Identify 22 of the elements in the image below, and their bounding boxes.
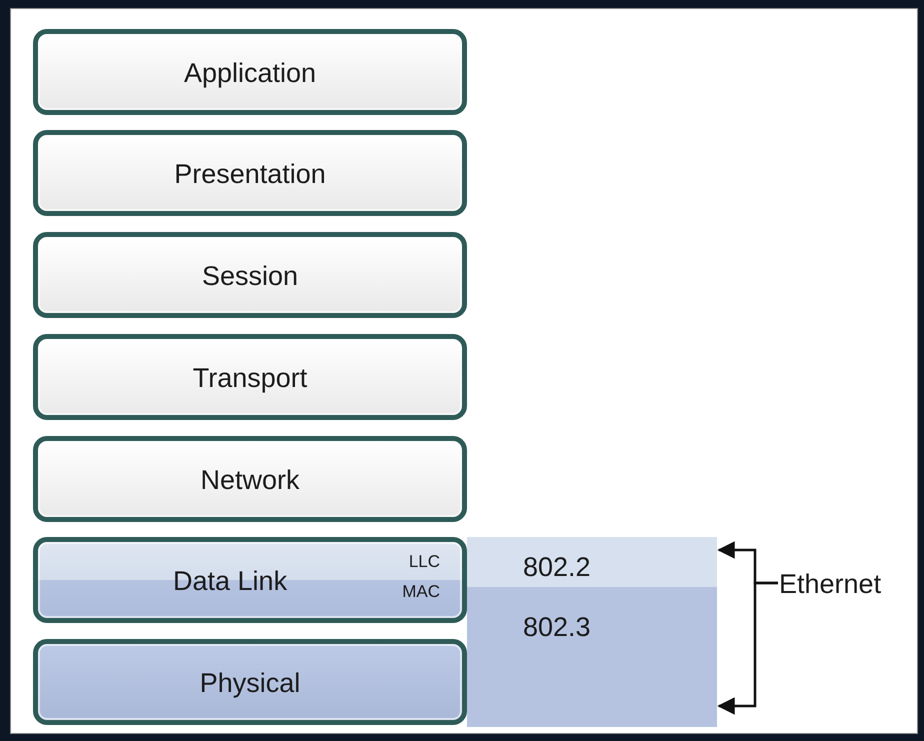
layer-box — [33, 232, 467, 318]
bracket-arrow — [717, 582, 778, 715]
layer-box — [33, 537, 467, 623]
layer-box — [33, 639, 467, 725]
sublayer-label: MAC — [402, 582, 440, 602]
layer-label: Presentation — [173, 159, 327, 190]
layer-label: Transport — [192, 363, 308, 394]
standard-label: 802.2 — [523, 552, 591, 583]
sublayer-label: LLC — [408, 552, 440, 572]
standard-label: 802.3 — [523, 612, 591, 643]
layer-box — [33, 130, 467, 216]
standard-band — [467, 537, 717, 587]
layer-label: Data Link — [173, 566, 288, 597]
layer-label: Physical — [198, 668, 302, 699]
layer-box — [33, 334, 467, 420]
layer-label: Network — [199, 465, 301, 496]
layer-box — [33, 29, 467, 115]
layer-box — [33, 436, 467, 522]
standard-band — [467, 587, 717, 727]
layer-label: Session — [200, 261, 300, 292]
layer-label: Application — [182, 58, 318, 89]
bracket-label: Ethernet — [779, 568, 882, 600]
